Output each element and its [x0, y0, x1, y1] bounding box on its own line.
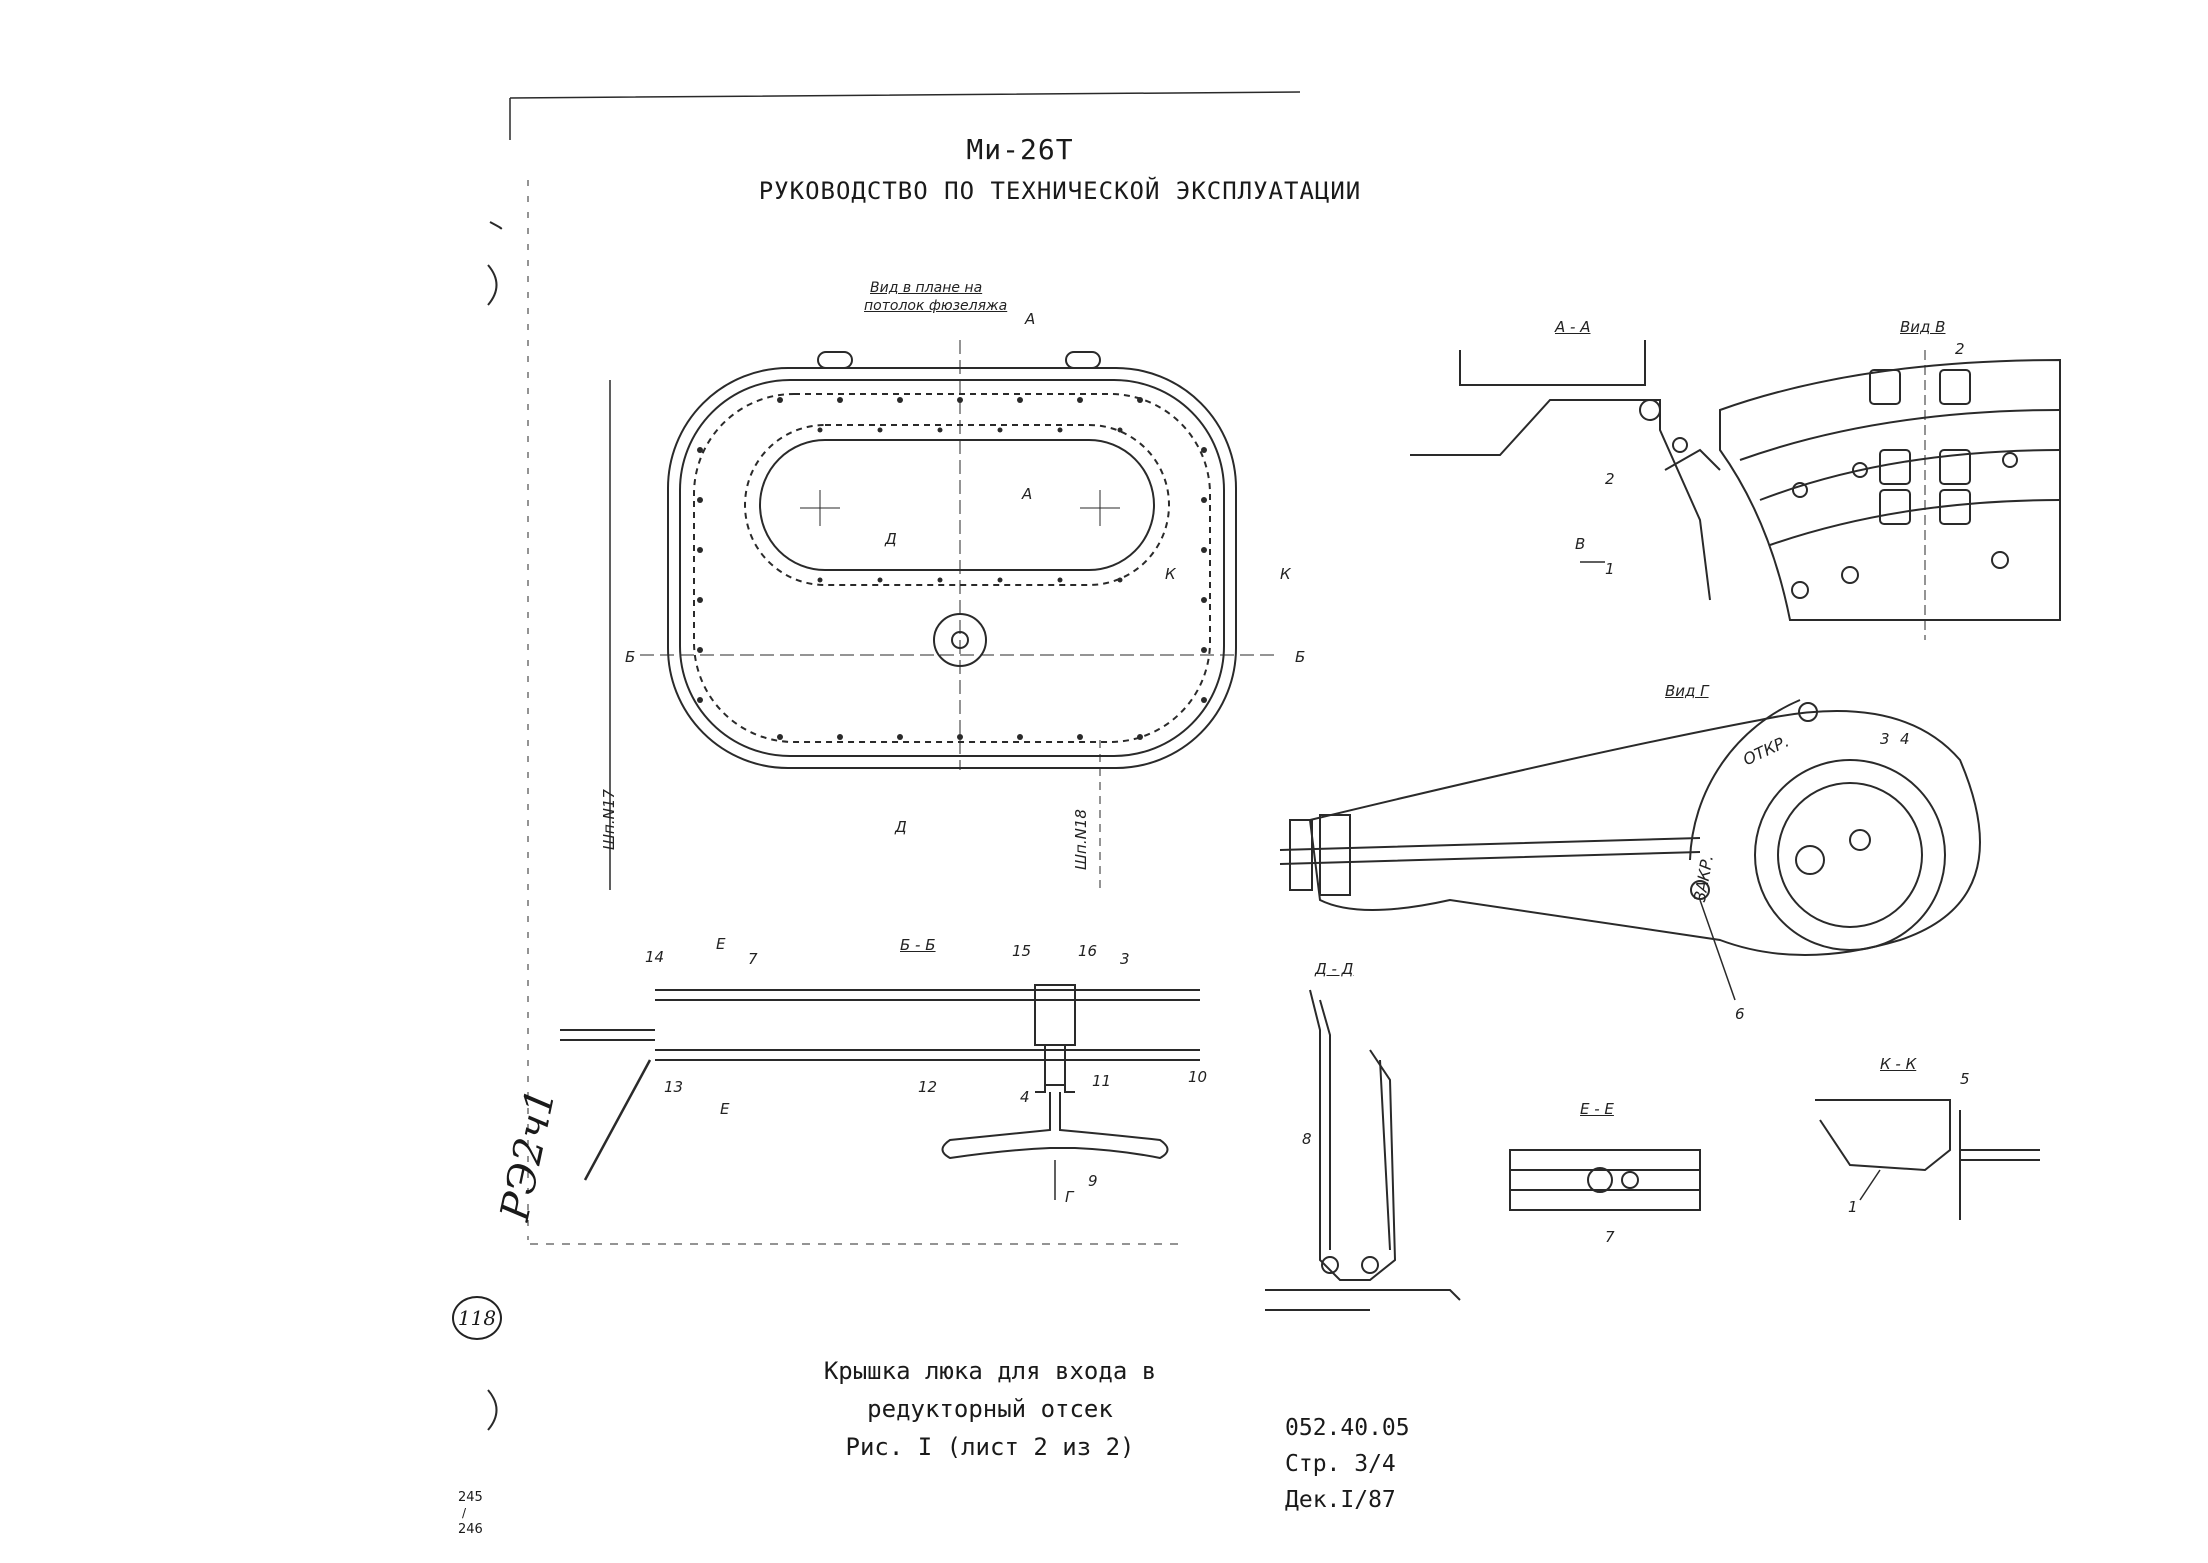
section-aa [1410, 340, 1721, 601]
frame-17-label: Шп.N17 [600, 789, 618, 850]
marker-d-bottom: Д [895, 818, 907, 836]
section-bb [560, 984, 1200, 1200]
callout-13: 13 [664, 1078, 684, 1096]
marker-d-top: Д [885, 530, 897, 548]
page-number: Стр. 3/4 [1285, 1451, 1396, 1477]
plan-view-title-1: Вид в плане на [870, 280, 983, 296]
callout-5: 5 [1960, 1070, 1970, 1088]
view-g [1279, 699, 1981, 1001]
callout-9: 9 [1088, 1172, 1098, 1190]
manual-title: РУКОВОДСТВО ПО ТЕХНИЧЕСКОЙ ЭКСПЛУАТАЦИИ [758, 177, 1362, 205]
marker-v: В [1575, 535, 1586, 553]
sheet-separator: / [462, 1506, 467, 1520]
callout-12: 12 [918, 1078, 938, 1096]
callout-10: 10 [1188, 1068, 1208, 1086]
marker-a-top: А [1025, 310, 1036, 328]
section-bb-title: Б - Б [900, 936, 936, 954]
plan-view [609, 340, 1280, 890]
plan-view-title-2: потолок фюзеляжа [864, 298, 1008, 314]
caption-line-2: редукторный отсек [867, 1395, 1113, 1423]
view-g-title: Вид Г [1665, 682, 1709, 700]
section-ee [1509, 1149, 1701, 1211]
caption-line-1: Крышка люка для входа в [823, 1357, 1157, 1385]
callout-7-ee: 7 [1605, 1228, 1615, 1246]
section-kk-title: К - К [1880, 1055, 1917, 1073]
callout-6: 6 [1735, 1005, 1745, 1023]
circled-page-number: 118 [452, 1296, 502, 1340]
section-dd [1265, 989, 1461, 1311]
section-dd-title: Д - Д [1315, 960, 1354, 978]
view-v [1719, 350, 2061, 640]
frame-18-label: Шп.N18 [1072, 809, 1090, 870]
sheet-number-bottom: 246 [458, 1522, 483, 1537]
callout-16: 16 [1078, 942, 1098, 960]
callout-8: 8 [1302, 1130, 1312, 1148]
callout-3-bb: 3 [1120, 950, 1130, 968]
figure-caption: Крышка люка для входа в редукторный отсе… [760, 1352, 1220, 1466]
section-aa-title: А - А [1555, 318, 1591, 336]
document-info: 052.40.05 Стр. 3/4 Дек.I/87 [1285, 1410, 1410, 1518]
callout-2-v: 2 [1955, 340, 1965, 358]
marker-g: Г [1065, 1188, 1074, 1206]
caption-line-3: Рис. I (лист 2 из 2) [845, 1433, 1135, 1461]
marker-b-right: Б [1295, 648, 1306, 666]
marker-k-right: К [1280, 565, 1291, 583]
marker-a-mid: А [1022, 485, 1033, 503]
revision-date: Дек.I/87 [1285, 1487, 1396, 1513]
document-code: 052.40.05 [1285, 1415, 1410, 1441]
marker-e-top: Е [716, 935, 726, 953]
section-ee-title: Е - Е [1580, 1100, 1614, 1118]
callout-1-kk: 1 [1848, 1198, 1858, 1216]
callout-1-aa: 1 [1605, 560, 1615, 578]
callout-15: 15 [1012, 942, 1032, 960]
view-v-title: Вид В [1900, 318, 1946, 336]
callout-7-bb: 7 [748, 950, 758, 968]
callout-4-g: 4 [1900, 730, 1910, 748]
callout-3-g: 3 [1880, 730, 1890, 748]
callout-14: 14 [645, 948, 665, 966]
callout-11: 11 [1092, 1072, 1112, 1090]
callout-2-aa: 2 [1605, 470, 1615, 488]
section-kk [1815, 1099, 2040, 1220]
marker-e-bottom: Е [720, 1100, 730, 1118]
marker-b-left: Б [625, 648, 636, 666]
sheet-number-top: 245 [458, 1490, 483, 1505]
marker-k-left: К [1165, 565, 1176, 583]
aircraft-model: Ми-26Т [966, 133, 1074, 166]
callout-4-bb: 4 [1020, 1088, 1030, 1106]
